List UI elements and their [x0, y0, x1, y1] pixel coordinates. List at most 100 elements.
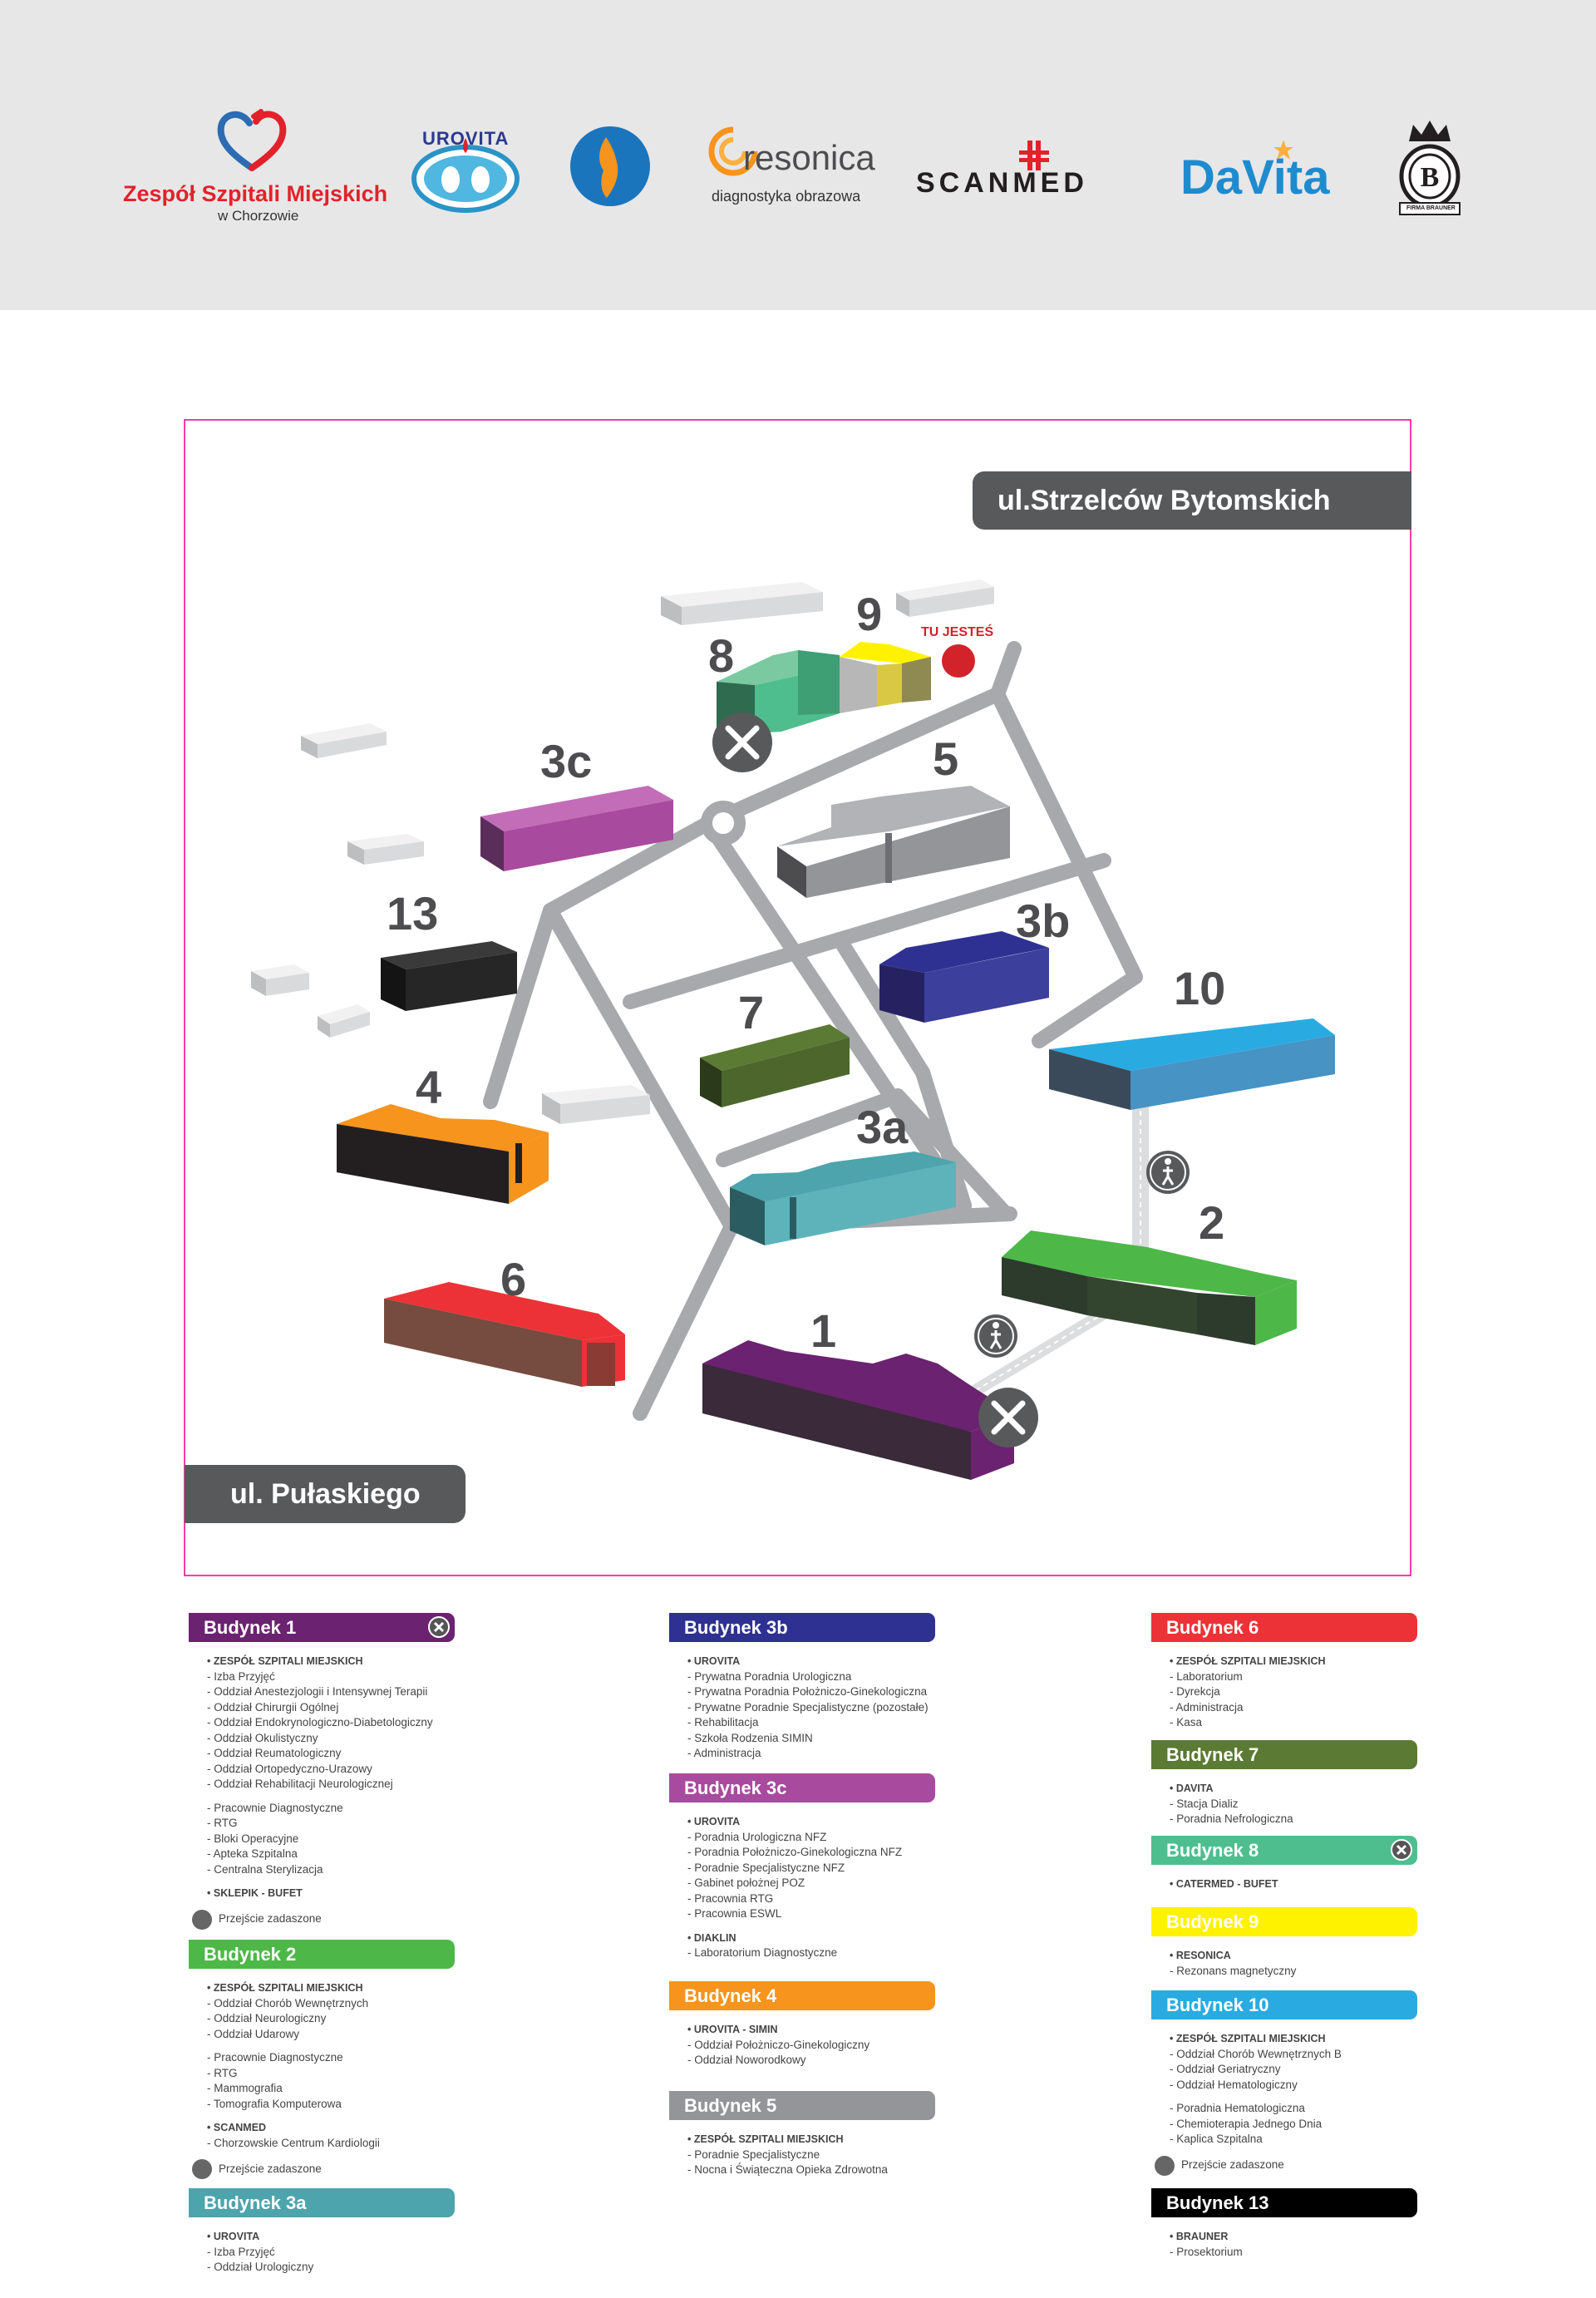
legend-item: Oddział Neurologiczny — [207, 2011, 455, 2027]
label-building-3a: 3a — [856, 1101, 909, 1153]
logo-header: Zespół Szpitali Miejskich w Chorzowie UR… — [0, 0, 1596, 310]
legend-title-text: Budynek 13 — [1166, 2192, 1269, 2213]
legend-item: Kasa — [1170, 1715, 1417, 1731]
other-buildings — [251, 579, 994, 1124]
legend-body: RESONICA Rezonans magnetyczny — [1151, 1936, 1417, 1979]
legend-item: Rezonans magnetyczny — [1170, 1964, 1417, 1980]
building-2[interactable] — [1002, 1230, 1297, 1345]
legend-item: Prywatna Poradnia Położniczo-Ginekologic… — [687, 1684, 935, 1700]
legend-building-6: Budynek 6 ZESPÓŁ SZPITALI MIEJSKICH Labo… — [1151, 1613, 1417, 1731]
scanmed-text: SCANMED — [916, 167, 1088, 199]
legend-body: ZESPÓŁ SZPITALI MIEJSKICH Oddział Chorób… — [189, 1969, 455, 2179]
roundabout — [701, 801, 746, 846]
legend-item: Bloki Operacyjne — [207, 1832, 455, 1847]
resonica-text: resonica — [743, 138, 875, 177]
building-6[interactable] — [384, 1282, 625, 1387]
legend-org: ZESPÓŁ SZPITALI MIEJSKICH — [207, 1654, 455, 1669]
label-building-8: 8 — [708, 629, 734, 682]
label-building-6: 6 — [500, 1253, 526, 1305]
davita-text: DaVita — [1180, 150, 1330, 205]
brauner-logo: B FIRMA BRAUNER — [1388, 116, 1471, 224]
legend-item: Poradnia Nefrologiczna — [1170, 1812, 1417, 1827]
pedestrian-walkway-icon — [974, 1314, 1017, 1358]
legend-item: Izba Przyjęć — [207, 2245, 455, 2261]
legend-item: Rehabilitacja — [687, 1715, 935, 1731]
building-5[interactable] — [777, 786, 1010, 898]
legend-title: Budynek 9 — [1151, 1907, 1417, 1936]
legend-body: UROVITA Poradnia Urologiczna NFZ Poradni… — [669, 1802, 935, 1961]
heart-logo-icon — [217, 109, 287, 171]
legend-building-10: Budynek 10 ZESPÓŁ SZPITALI MIEJSKICH Odd… — [1151, 1990, 1417, 2176]
legend-item: Administracja — [687, 1746, 935, 1762]
legend-body: BRAUNER Prosektorium — [1151, 2217, 1417, 2260]
legend-item: Nocna i Świąteczna Opieka Zdrowotna — [687, 2162, 935, 2178]
legend-title: Budynek 3b — [669, 1613, 935, 1642]
legend-item: Oddział Hematologiczny — [1170, 2078, 1417, 2093]
building-3c[interactable] — [480, 786, 673, 871]
resonica-subtitle: diagnostyka obrazowa — [712, 188, 861, 205]
legend-body: ZESPÓŁ SZPITALI MIEJSKICH Laboratorium D… — [1151, 1642, 1417, 1731]
building-7[interactable] — [700, 1024, 850, 1107]
building-4[interactable] — [337, 1104, 549, 1204]
legend-item: Laboratorium Diagnostyczne — [687, 1945, 935, 1961]
legend-item: Chemioterapia Jednego Dnia — [1170, 2117, 1417, 2133]
legend-item: Mammografia — [207, 2081, 455, 2097]
building-3b[interactable] — [879, 931, 1049, 1023]
legend-body: CATERMED - BUFET — [1151, 1865, 1417, 1892]
legend-org: SCANMED — [207, 2120, 455, 2136]
legend-item: Oddział Chorób Wewnętrznych B — [1170, 2047, 1417, 2063]
legend-item: Tomografia Komputerowa — [207, 2097, 455, 2113]
legend-building-8: Budynek 8 CATERMED - BUFET — [1151, 1836, 1417, 1892]
legend-body: ZESPÓŁ SZPITALI MIEJSKICH Oddział Chorób… — [1151, 2019, 1417, 2176]
legend-item: RTG — [207, 2066, 455, 2082]
street-sign-pulaskiego: ul. Pułaskiego — [185, 1465, 466, 1523]
legend-building-13: Budynek 13 BRAUNER Prosektorium — [1151, 2188, 1417, 2260]
resonica-logo: resonica diagnostyka obrazowa — [708, 123, 891, 215]
legend-title-text: Budynek 5 — [684, 2095, 777, 2116]
cafeteria-icon — [1391, 1839, 1412, 1861]
legend-item: Prywatne Poradnie Specjalistyczne (pozos… — [687, 1700, 935, 1716]
zsm-logo: Zespół Szpitali Miejskich w Chorzowie — [116, 108, 387, 233]
legend-body: UROVITA - SIMIN Oddział Położniczo-Ginek… — [669, 2010, 935, 2069]
simin-logo — [569, 125, 652, 208]
building-1[interactable] — [702, 1340, 1014, 1480]
label-building-9: 9 — [856, 588, 882, 640]
legend-title-text: Budynek 4 — [684, 1985, 777, 2006]
label-building-4: 4 — [416, 1061, 441, 1113]
mother-child-icon — [570, 126, 650, 206]
legend-title-text: Budynek 2 — [204, 1944, 297, 1965]
legend-title-text: Budynek 3a — [204, 2192, 307, 2213]
legend-building-7: Budynek 7 DAVITA Stacja Dializ Poradnia … — [1151, 1740, 1417, 1827]
building-9[interactable] — [840, 642, 931, 713]
legend-org: BRAUNER — [1170, 2229, 1417, 2245]
map-frame — [184, 419, 1411, 1576]
legend-item: Laboratorium — [1170, 1669, 1417, 1685]
legend-item: Oddział Urologiczny — [207, 2260, 455, 2276]
legend-body: UROVITA Prywatna Poradnia Urologiczna Pr… — [669, 1642, 935, 1762]
building-13[interactable] — [381, 941, 517, 1011]
legend-building-3c: Budynek 3c UROVITA Poradnia Urologiczna … — [669, 1773, 935, 1961]
legend-title: Budynek 10 — [1151, 1990, 1417, 2019]
legend-org: ZESPÓŁ SZPITALI MIEJSKICH — [207, 1980, 455, 1996]
legend-body: ZESPÓŁ SZPITALI MIEJSKICH Poradnie Specj… — [669, 2120, 935, 2178]
legend-title: Budynek 8 — [1151, 1836, 1417, 1865]
legend-item: Poradnie Specjalistyczne — [687, 2148, 935, 2163]
legend-item: Oddział Chirurgii Ogólnej — [207, 1700, 455, 1716]
legend-title: Budynek 2 — [189, 1940, 455, 1969]
legend-org: UROVITA — [687, 1654, 935, 1669]
legend-item: Oddział Endokrynologiczno-Diabetologiczn… — [207, 1715, 455, 1731]
legend-item: Prywatna Poradnia Urologiczna — [687, 1669, 935, 1685]
cafeteria-icon — [428, 1616, 450, 1638]
legend-title: Budynek 5 — [669, 2091, 935, 2120]
legend-item: Pracownie Diagnostyczne — [207, 2050, 455, 2066]
label-building-1: 1 — [810, 1304, 836, 1357]
legend-item: Oddział Geriatryczny — [1170, 2062, 1417, 2078]
cafeteria-icon — [712, 713, 772, 772]
legend-title: Budynek 13 — [1151, 2188, 1417, 2217]
legend-item: Chorzowskie Centrum Kardiologii — [207, 2136, 455, 2152]
legend-org: DIAKLIN — [687, 1931, 935, 1946]
legend-item: Gabinet położnej POZ — [687, 1876, 935, 1891]
building-3a[interactable] — [730, 1151, 956, 1245]
building-10[interactable] — [1049, 1018, 1335, 1110]
